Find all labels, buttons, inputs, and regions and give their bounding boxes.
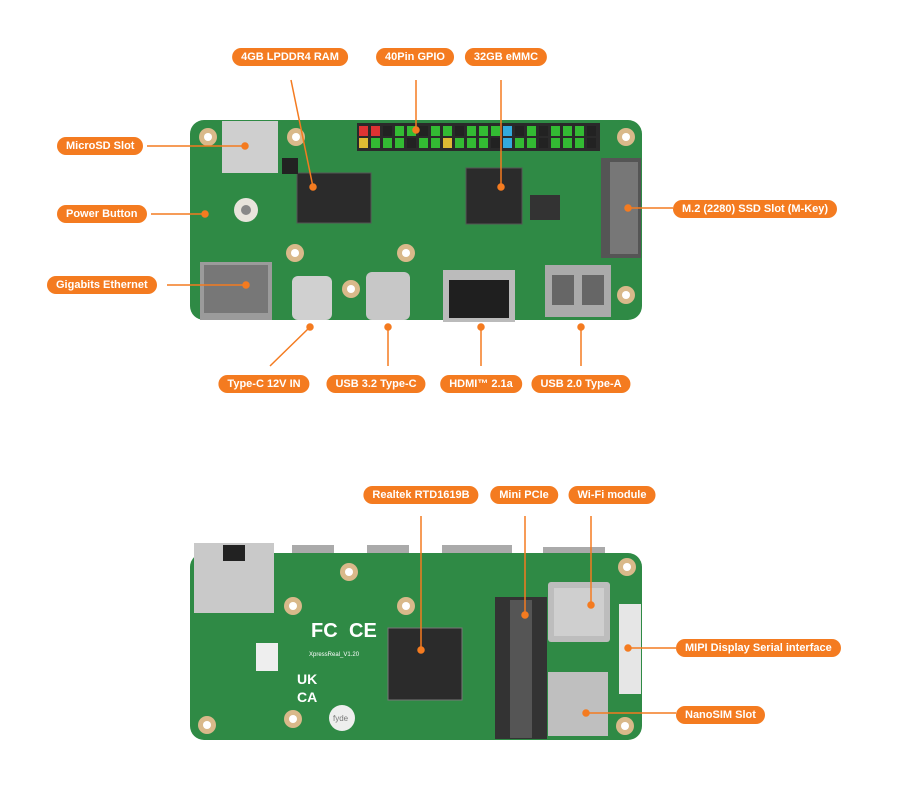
gpio-pin	[563, 126, 572, 136]
gpio-pin	[467, 126, 476, 136]
gpio-pin	[395, 138, 404, 148]
ram-chip	[296, 172, 372, 224]
gpio-pin	[443, 138, 452, 148]
gpio-pin	[383, 138, 392, 148]
nanosim-slot	[548, 672, 608, 736]
gpio-pin	[539, 126, 548, 136]
soc-chip	[387, 627, 463, 701]
gpio-pin	[587, 138, 596, 148]
gpio-pin	[551, 138, 560, 148]
top-board	[190, 120, 642, 322]
gpio-pin	[491, 126, 500, 136]
gpio-pin	[407, 126, 416, 136]
gpio-pin	[575, 126, 584, 136]
silkscreen: FC CE UK CA XpressReal_V1.20 fyde	[297, 620, 377, 723]
gpio-pin	[395, 126, 404, 136]
gpio-pin	[551, 126, 560, 136]
brand-text: fyde	[333, 714, 349, 723]
label-typec-in: Type-C 12V IN	[218, 375, 310, 393]
gpio-pin	[527, 138, 536, 148]
emmc-chip	[465, 167, 523, 225]
gpio-pin	[515, 126, 524, 136]
label-usb32: USB 3.2 Type-C	[326, 375, 426, 393]
gpio-pin	[419, 138, 428, 148]
gpio-pin	[407, 138, 416, 148]
fyde-logo	[329, 705, 355, 731]
bottom-board	[190, 543, 642, 740]
gpio-pin	[563, 138, 572, 148]
ce-mark: CE	[349, 620, 377, 642]
label-ethernet: Gigabits Ethernet	[47, 276, 157, 294]
label-mipi: MIPI Display Serial interface	[676, 639, 841, 657]
label-usb20: USB 2.0 Type-A	[531, 375, 631, 393]
label-nanosim: NanoSIM Slot	[676, 706, 765, 724]
gpio-pin	[383, 126, 392, 136]
fc-mark: FC	[311, 620, 338, 642]
uk-mark: UK	[297, 671, 317, 687]
label-power: Power Button	[57, 205, 147, 223]
gpio-pin	[503, 138, 512, 148]
gpio-pin	[359, 126, 368, 136]
gpio-header	[357, 123, 600, 151]
label-ram: 4GB LPDDR4 RAM	[232, 48, 348, 66]
label-wifi: Wi-Fi module	[568, 486, 656, 504]
gpio-pin	[371, 138, 380, 148]
gpio-pin	[491, 138, 500, 148]
gpio-pin	[467, 138, 476, 148]
gpio-pin	[587, 126, 596, 136]
gpio-pin	[431, 126, 440, 136]
bottom-leader-lines	[417, 516, 676, 717]
gpio-pin	[371, 126, 380, 136]
top-leader-lines	[147, 79, 673, 367]
label-hdmi: HDMI™ 2.1a	[440, 375, 522, 393]
gpio-pin	[455, 126, 464, 136]
gpio-pin	[539, 138, 548, 148]
label-emmc: 32GB eMMC	[464, 48, 548, 66]
gpio-pin	[359, 138, 368, 148]
label-microsd: MicroSD Slot	[57, 137, 144, 155]
gpio-pin	[419, 126, 428, 136]
gpio-pin	[479, 126, 488, 136]
ca-mark: CA	[297, 689, 317, 705]
label-soc: Realtek RTD1619B	[363, 486, 479, 504]
gpio-pin	[455, 138, 464, 148]
gpio-pin	[515, 138, 524, 148]
label-m2: M.2 (2280) SSD Slot (M-Key)	[673, 200, 838, 218]
label-minipcie: Mini PCIe	[490, 486, 558, 504]
gpio-pin	[503, 126, 512, 136]
label-gpio: 40Pin GPIO	[376, 48, 454, 66]
gpio-pin	[479, 138, 488, 148]
gpio-pin	[443, 126, 452, 136]
gpio-pin	[575, 138, 584, 148]
typec-12v-port	[292, 276, 332, 320]
gpio-pin	[431, 138, 440, 148]
gpio-pin	[527, 126, 536, 136]
microsd-slot	[222, 121, 278, 173]
board-name: XpressReal_V1.20	[309, 652, 360, 658]
usb32-typec-port	[366, 272, 410, 320]
